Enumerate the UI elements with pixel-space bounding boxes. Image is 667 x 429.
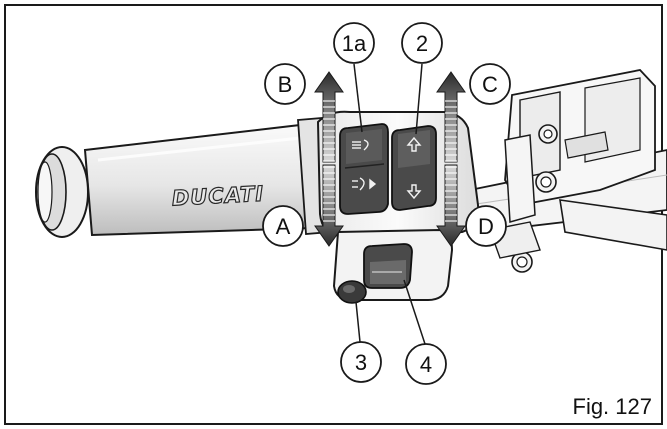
arrow-c-up: [436, 71, 466, 163]
throttle-grip: DUCATI: [35, 117, 331, 238]
callout-2: 2: [401, 22, 443, 64]
svg-text:A: A: [276, 214, 291, 239]
indicator-switch-1a: [339, 123, 389, 215]
switch-4: [363, 243, 413, 289]
svg-text:4: 4: [420, 352, 432, 377]
callout-c: C: [469, 63, 511, 105]
callout-4: 4: [405, 343, 447, 385]
svg-text:1a: 1a: [342, 31, 367, 56]
button-3: [337, 280, 367, 304]
arrow-up-icon: [406, 136, 422, 152]
arrow-d-down: [436, 164, 466, 247]
svg-text:2: 2: [416, 31, 428, 56]
brand-logo: DUCATI: [171, 182, 264, 211]
callout-b: B: [264, 63, 306, 105]
brake-master-cylinder: [489, 69, 667, 273]
svg-text:3: 3: [355, 350, 367, 375]
callout-d: D: [465, 205, 507, 247]
svg-text:B: B: [278, 72, 293, 97]
high-beam-icon: [352, 139, 369, 151]
callout-3: 3: [340, 341, 382, 383]
callout-a: A: [262, 205, 304, 247]
arrow-a-down: [314, 164, 344, 247]
scroll-switch-2: [391, 125, 437, 211]
svg-text:D: D: [478, 214, 494, 239]
callout-1a: 1a: [333, 22, 375, 64]
svg-text:C: C: [482, 72, 498, 97]
turn-signal-icon: [352, 177, 377, 191]
figure-caption: Fig. 127: [573, 394, 653, 419]
arrow-down-icon: [406, 184, 422, 200]
arrow-b-up: [314, 71, 344, 163]
leader-lines: [353, 63, 426, 345]
